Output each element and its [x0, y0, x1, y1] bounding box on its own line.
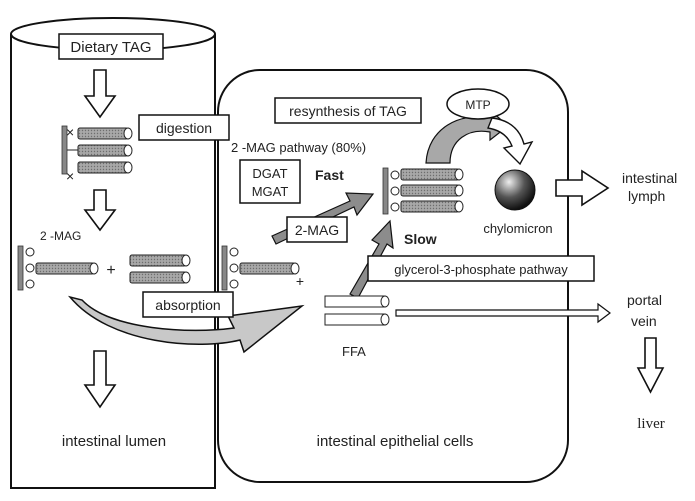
down-arrow-1 [83, 69, 117, 119]
tag-molecule-cell [382, 167, 464, 215]
dgat-label: DGAT [252, 166, 287, 181]
down-arrow-3 [83, 350, 117, 409]
digestion-label: digestion [156, 120, 212, 136]
portal-vein-arrow [395, 302, 611, 324]
intestinal-lymph-label-2: lymph [628, 188, 665, 204]
absorption-box [142, 291, 234, 318]
dietary-tag-label: Dietary TAG [70, 39, 151, 56]
chylomicron-sphere [494, 169, 536, 211]
intestinal-lumen-label: intestinal lumen [62, 433, 166, 450]
digestion-box [138, 114, 230, 141]
intestinal-lumen-cylinder [10, 17, 216, 489]
enzyme-box [239, 159, 301, 204]
portal-vein-label-2: vein [631, 313, 657, 329]
tag-molecule-lumen: × × [61, 124, 133, 184]
resynthesis-box [274, 97, 422, 124]
epithelial-cells-label: intestinal epithelial cells [317, 433, 474, 450]
two-mag-molecule-lumen [17, 245, 99, 291]
ffa-label: FFA [342, 344, 366, 359]
intestinal-lymph-label-1: intestinal [622, 170, 677, 186]
mtp-arrow [487, 117, 534, 166]
two-mag-pathway-label: 2 -MAG pathway (80%) [231, 140, 366, 155]
g3p-pathway-label: glycerol-3-phosphate pathway [394, 262, 568, 277]
cleave-mark-top: × [66, 124, 74, 140]
portal-vein-label-1: portal [627, 292, 662, 308]
dietary-tag-box [58, 33, 164, 60]
fast-label: Fast [315, 167, 344, 183]
two-mag-lumen-label: 2 -MAG [40, 229, 81, 243]
two-mag-box-label: 2-MAG [295, 222, 339, 238]
down-arrow-2 [83, 189, 117, 232]
ffa-molecules-cell [324, 295, 390, 326]
lymph-arrow [555, 169, 610, 207]
mtp-label: MTP [465, 98, 490, 112]
plus-sign-cell: + [296, 273, 304, 289]
mtp-ellipse [446, 88, 510, 120]
two-mag-box [286, 216, 348, 243]
liver-arrow [636, 337, 665, 394]
two-mag-molecule-cell [221, 245, 300, 291]
ffa-pair-lumen [129, 254, 191, 284]
g3p-pathway-box [367, 255, 595, 282]
cleave-mark-bottom: × [66, 168, 74, 184]
resynthesis-label: resynthesis of TAG [289, 103, 407, 119]
mgat-label: MGAT [252, 184, 289, 199]
chylomicron-label: chylomicron [483, 221, 552, 236]
absorption-arrow [67, 295, 305, 354]
resynthesis-arrow [425, 108, 509, 164]
plus-sign-lumen: + [106, 262, 115, 279]
liver-label: liver [637, 416, 665, 432]
slow-label: Slow [404, 231, 437, 247]
absorption-label: absorption [155, 297, 220, 313]
